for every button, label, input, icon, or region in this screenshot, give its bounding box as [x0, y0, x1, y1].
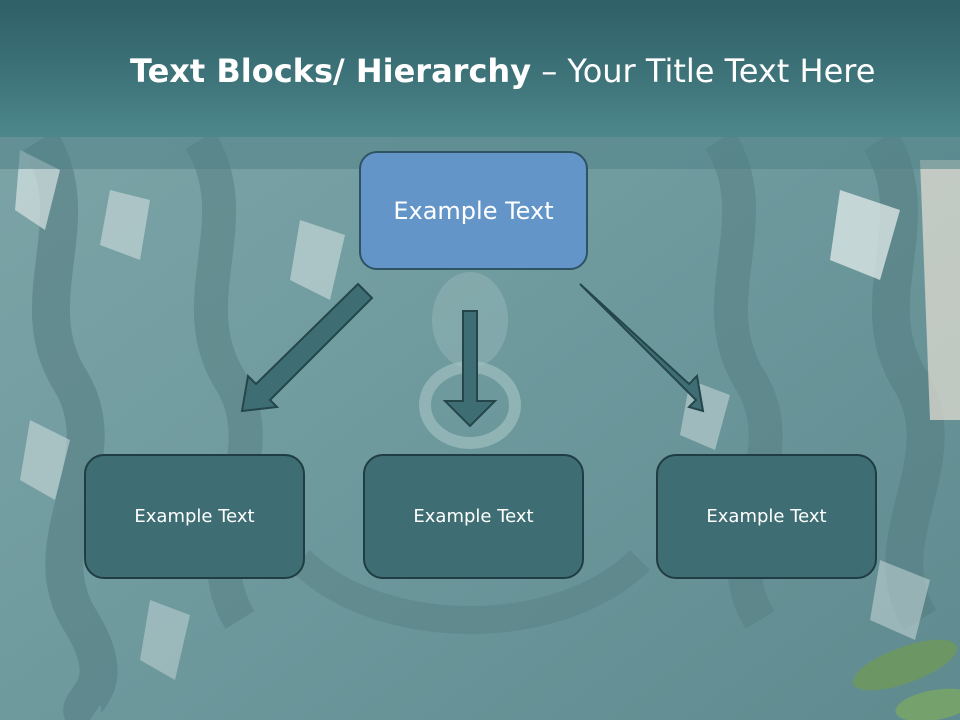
child-node-1[interactable]: Example Text: [84, 454, 305, 579]
child-node-label: Example Text: [706, 506, 827, 527]
child-node-label: Example Text: [134, 506, 255, 527]
child-node-3[interactable]: Example Text: [656, 454, 877, 579]
child-node-2[interactable]: Example Text: [363, 454, 584, 579]
title-bar: [0, 0, 960, 137]
root-node-label: Example Text: [393, 196, 554, 225]
title-rest-part: – Your Title Text Here: [531, 52, 876, 90]
child-node-label: Example Text: [413, 506, 534, 527]
title-bold-part: Text Blocks/ Hierarchy: [130, 52, 532, 90]
slide-title: Text Blocks/ Hierarchy – Your Title Text…: [130, 52, 875, 90]
root-node[interactable]: Example Text: [359, 151, 588, 270]
